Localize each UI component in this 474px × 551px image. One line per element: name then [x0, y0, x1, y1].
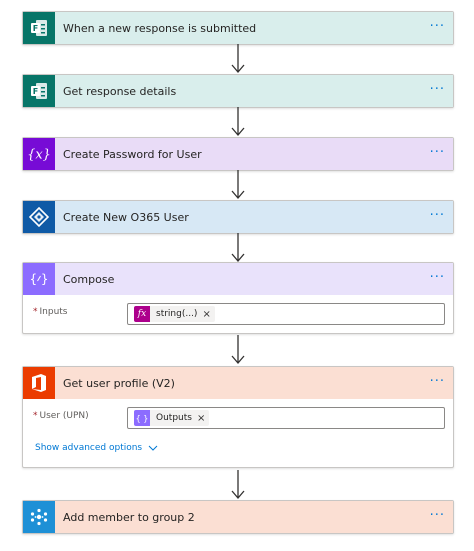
azure-ad-icon [23, 201, 55, 233]
compose-icon: { } [23, 263, 55, 295]
svg-text:F: F [33, 24, 38, 33]
step-header[interactable]: Get user profile (V2) ··· [23, 367, 453, 399]
step-title: Get user profile (V2) [63, 376, 175, 390]
more-options-button[interactable]: ··· [429, 270, 445, 285]
upn-field[interactable]: { } Outputs × [127, 407, 445, 429]
show-advanced-options-link[interactable]: Show advanced options [35, 443, 158, 453]
step-get-response-details[interactable]: F Get response details ··· [22, 74, 454, 108]
variable-icon: {x} [23, 138, 55, 170]
advanced-options-label: Show advanced options [35, 443, 143, 453]
svg-text:{x}: {x} [28, 148, 50, 163]
connector-arrow [231, 470, 245, 499]
expression-icon: fx [134, 306, 150, 322]
step-title: Get response details [63, 84, 177, 98]
outputs-token[interactable]: { } Outputs × [134, 410, 210, 426]
forms-icon: F [23, 75, 55, 107]
step-header[interactable]: {x} Create Password for User ··· [23, 138, 453, 170]
step-header[interactable]: F Get response details ··· [23, 75, 453, 107]
more-options-button[interactable]: ··· [429, 508, 445, 523]
step-title: Compose [63, 272, 115, 286]
step-header[interactable]: F When a new response is submitted ··· [23, 12, 453, 44]
connector-arrow [231, 44, 245, 73]
office365-icon [23, 367, 55, 399]
groups-icon [23, 501, 55, 533]
remove-token-button[interactable]: × [202, 308, 211, 320]
required-mark: * [33, 307, 38, 317]
step-title: Create Password for User [63, 147, 202, 161]
step-create-o365-user[interactable]: Create New O365 User ··· [22, 200, 454, 234]
svg-text:F: F [33, 87, 38, 96]
upn-field-row: *User (UPN) { } Outputs × [23, 405, 453, 435]
connector-arrow [231, 335, 245, 364]
step-create-password[interactable]: {x} Create Password for User ··· [22, 137, 454, 171]
more-options-button[interactable]: ··· [429, 82, 445, 97]
step-add-member-to-group[interactable]: Add member to group 2 ··· [22, 500, 454, 534]
token-label: Outputs [156, 413, 192, 423]
more-options-button[interactable]: ··· [429, 145, 445, 160]
step-title: When a new response is submitted [63, 21, 257, 35]
token-label: string(...) [156, 309, 198, 319]
svg-text:{ }: { } [136, 414, 148, 423]
connector-arrow [231, 233, 245, 262]
step-header[interactable]: { } Compose ··· [23, 263, 453, 295]
expression-token[interactable]: fx string(...) × [134, 306, 215, 322]
inputs-field-row: *Inputs fx string(...) × [23, 301, 453, 331]
more-options-button[interactable]: ··· [429, 208, 445, 223]
upn-label-text: User (UPN) [39, 411, 89, 421]
compose-icon: { } [134, 410, 150, 426]
inputs-label: *Inputs [33, 307, 68, 317]
required-mark: * [33, 411, 38, 421]
step-title: Add member to group 2 [63, 510, 195, 524]
more-options-button[interactable]: ··· [429, 19, 445, 34]
inputs-label-text: Inputs [39, 307, 68, 317]
upn-label: *User (UPN) [33, 411, 89, 421]
step-compose[interactable]: { } Compose ··· *Inputs fx string(...) × [22, 262, 454, 334]
forms-icon: F [23, 12, 55, 44]
more-options-button[interactable]: ··· [429, 374, 445, 389]
connector-arrow [231, 107, 245, 136]
chevron-down-icon [148, 445, 158, 451]
step-get-user-profile[interactable]: Get user profile (V2) ··· *User (UPN) { … [22, 366, 454, 468]
step-header[interactable]: Create New O365 User ··· [23, 201, 453, 233]
inputs-field[interactable]: fx string(...) × [127, 303, 445, 325]
step-title: Create New O365 User [63, 210, 189, 224]
step-when-new-response[interactable]: F When a new response is submitted ··· [22, 11, 454, 45]
step-header[interactable]: Add member to group 2 ··· [23, 501, 453, 533]
remove-token-button[interactable]: × [196, 412, 206, 424]
connector-arrow [231, 170, 245, 199]
